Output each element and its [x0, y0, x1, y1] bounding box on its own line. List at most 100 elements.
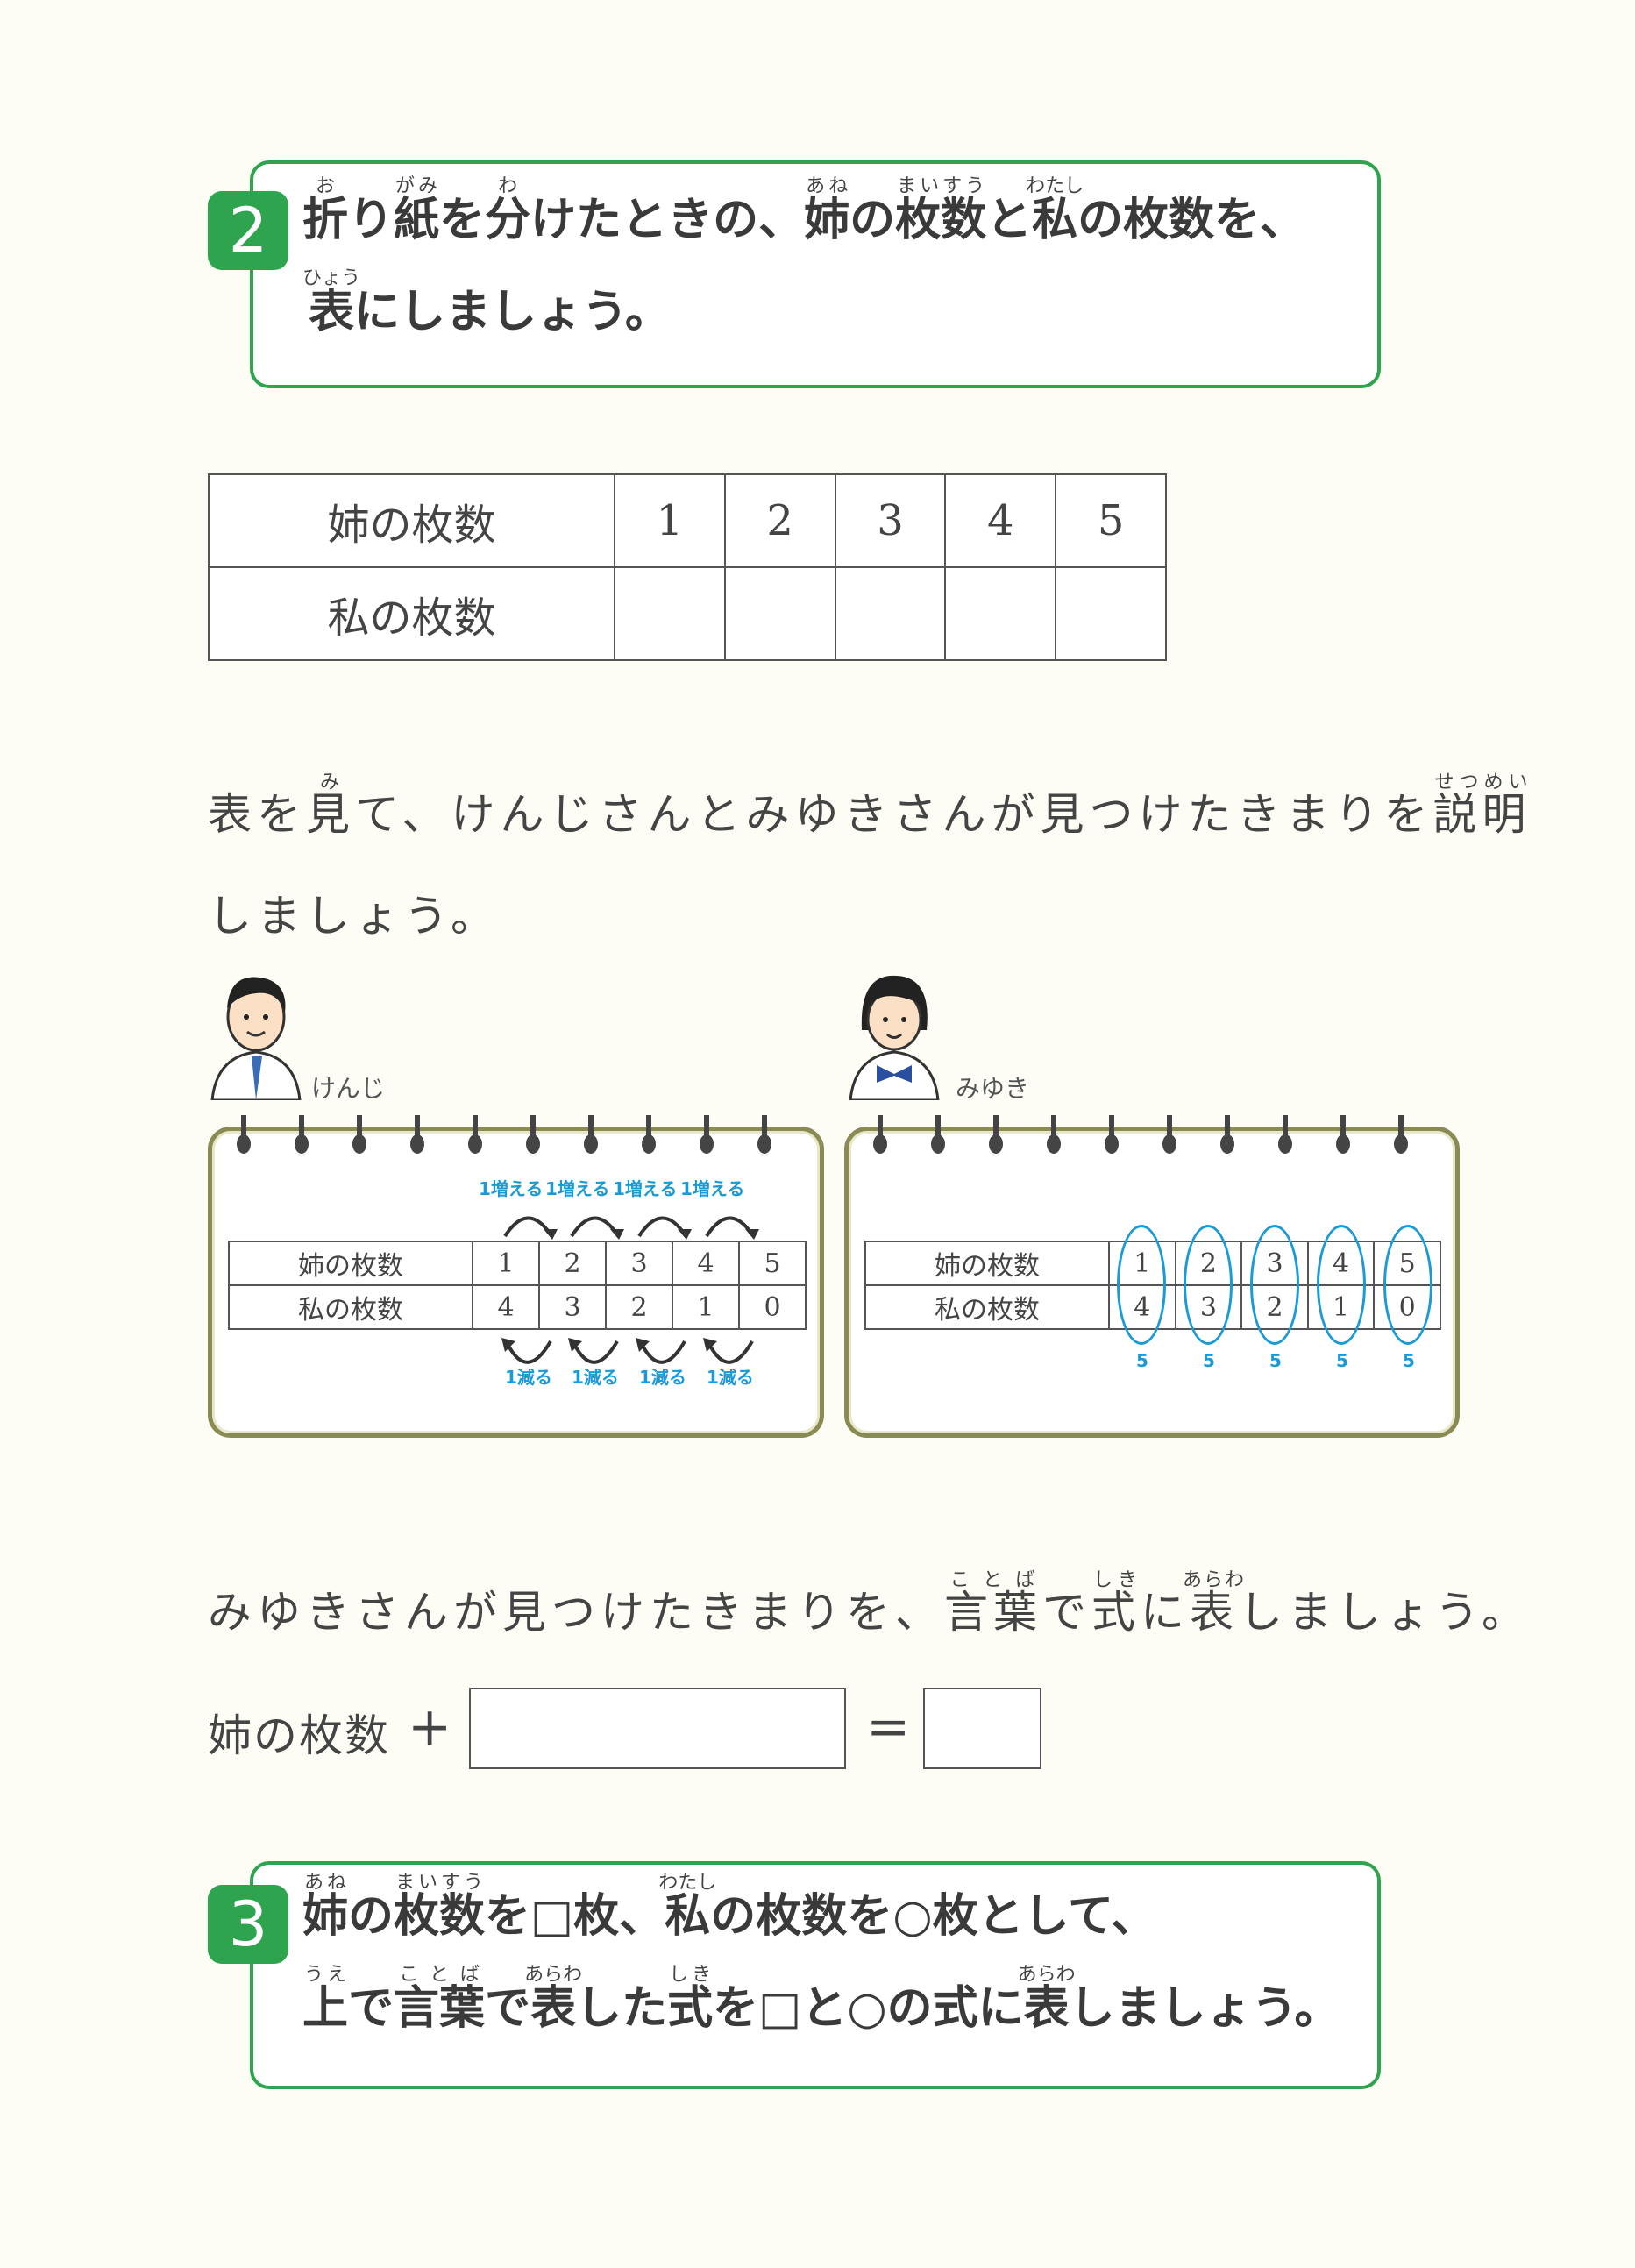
cell: 3: [538, 1284, 607, 1330]
expression-prompt: みゆきさんが見つけたきまりを、言葉ことばで式しきに表あらわしましょう。: [208, 1569, 1531, 1640]
spiral-ring: [352, 1115, 366, 1157]
ruby-base: 説明: [1432, 789, 1532, 840]
sum-label: 5: [1336, 1350, 1348, 1371]
ruby-base: 私: [1026, 194, 1084, 246]
answer-cell[interactable]: [834, 566, 947, 661]
furigana: あらわ: [524, 1964, 583, 1986]
arrowhead: [678, 1229, 692, 1240]
text-segment: を□と○の式に: [713, 1982, 1024, 2035]
arrowhead: [610, 1229, 624, 1240]
decrease-arrow: [708, 1340, 754, 1364]
expression-label: 姉の枚数: [208, 1710, 390, 1761]
text-segment: で: [485, 1982, 531, 2035]
arrowhead: [568, 1338, 582, 1352]
ruby-base: 折: [302, 194, 349, 246]
answer-cell[interactable]: [1055, 566, 1167, 661]
text-segment: の: [849, 194, 896, 246]
row-label: 姉の枚数: [208, 473, 615, 568]
furigana: あらわ: [1183, 1569, 1247, 1591]
cell: 5: [738, 1241, 807, 1286]
arrowhead: [501, 1338, 515, 1352]
furigana: あね: [302, 1872, 349, 1894]
cell: 0: [738, 1284, 807, 1330]
increase-label: 1増える: [613, 1178, 678, 1199]
ruby-base: 枚数: [895, 194, 987, 246]
ruby-base: 分: [485, 194, 531, 246]
ruby-word: 表あらわ: [1183, 1569, 1244, 1638]
text-segment: けたときの、: [530, 194, 805, 246]
ruby-word: 言葉ことば: [394, 1964, 485, 2035]
increase-label: 1増える: [545, 1178, 610, 1199]
furigana: せつめい: [1432, 771, 1532, 793]
ruby-base: 表: [1017, 1982, 1076, 2035]
ruby-base: 表: [302, 286, 361, 338]
row-label: 私の枚数: [208, 566, 615, 661]
row-label: 姉の枚数: [864, 1241, 1110, 1286]
answer-cell[interactable]: [944, 566, 1057, 661]
increase-arrow: [637, 1216, 686, 1238]
furigana: あらわ: [1017, 1964, 1076, 1986]
ruby-word: 式しき: [1091, 1569, 1141, 1638]
text-segment: を□枚、: [485, 1890, 665, 1943]
row-label: 私の枚数: [864, 1284, 1110, 1330]
question-number-badge: 3: [208, 1885, 288, 1964]
answer-cell[interactable]: [723, 566, 836, 661]
ruby-base: 表: [524, 1982, 583, 2035]
spiral-ring: [1162, 1115, 1176, 1157]
spiral-ring: [1336, 1115, 1350, 1157]
text-segment: しましょう。: [1069, 1982, 1340, 2035]
question-2-line-2: 表ひょうにしましょう。: [302, 267, 671, 340]
text-segment: で: [1042, 1587, 1091, 1638]
furigana: しき: [1091, 1569, 1141, 1591]
ruby-word: 枚数まいすう: [895, 175, 987, 246]
question-2-box: [250, 160, 1381, 388]
arrows: [501, 1216, 759, 1364]
spiral-ring: [873, 1115, 887, 1157]
cell: 2: [538, 1241, 607, 1286]
decrease-arrow: [507, 1340, 552, 1364]
sum-oval: [1250, 1225, 1299, 1345]
ruby-word: 姉あね: [804, 175, 849, 246]
decrease-arrow: [573, 1340, 619, 1364]
kenji-name: けんじ: [311, 1074, 386, 1103]
ruby-word: 表あらわ: [1018, 1964, 1076, 2035]
furigana: ことば: [394, 1964, 486, 1986]
arrowhead: [703, 1338, 717, 1352]
answer-cell[interactable]: [614, 566, 726, 661]
arrowhead: [745, 1229, 759, 1240]
result-blank-input[interactable]: [923, 1688, 1041, 1769]
increase-arrow: [705, 1216, 754, 1238]
cell: 2: [723, 473, 836, 568]
cell: 3: [605, 1241, 673, 1286]
ruby-base: 私: [658, 1890, 717, 1943]
spiral-ring: [931, 1115, 945, 1157]
sum-label: 5: [1203, 1350, 1215, 1371]
cell: 1: [672, 1284, 740, 1330]
ruby-base: 上: [302, 1982, 349, 2035]
spiral-ring: [1047, 1115, 1061, 1157]
ruby-word: 分わ: [485, 175, 531, 246]
text-segment: と: [986, 194, 1033, 246]
arrowhead: [636, 1338, 650, 1352]
spiral-ring: [757, 1115, 771, 1157]
question-number-badge: 2: [208, 191, 288, 270]
furigana: しき: [667, 1964, 714, 1986]
sum-oval: [1317, 1225, 1366, 1345]
text-segment: の枚数を○枚として、: [710, 1890, 1157, 1943]
spiral-ring: [584, 1115, 598, 1157]
expression-blank-input[interactable]: [469, 1688, 846, 1769]
ruby-base: 表: [1183, 1587, 1246, 1638]
spiral-ring: [700, 1115, 714, 1157]
furigana: ひょう: [302, 267, 361, 289]
increase-label: 1増える: [680, 1178, 745, 1199]
spiral-ring: [1220, 1115, 1234, 1157]
ruby-base: 式: [1091, 1587, 1141, 1638]
instruction-line-2: しましょう。: [208, 881, 500, 944]
plus-sign: +: [408, 1696, 458, 1758]
spiral-ring: [468, 1115, 482, 1157]
row-label: 私の枚数: [228, 1284, 473, 1330]
furigana: あね: [804, 175, 850, 197]
text-segment: 表を: [208, 789, 306, 840]
